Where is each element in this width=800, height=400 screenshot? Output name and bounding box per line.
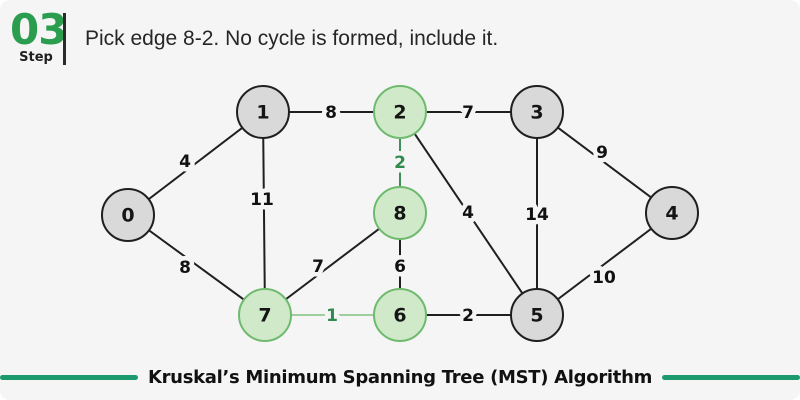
edge-weight-3-4: 9 (596, 143, 608, 163)
edge-0-1 (127, 111, 264, 216)
footer-rule-right (662, 375, 800, 380)
edge-0-7 (127, 214, 266, 316)
node-circle-7 (238, 288, 292, 342)
edge-weight-7-8: 7 (312, 257, 324, 277)
footer-rule-left (0, 375, 138, 380)
edge-weight-1-2: 8 (325, 103, 337, 123)
node-circle-1 (236, 85, 290, 139)
edge-4-5 (536, 212, 673, 316)
edge-1-7 (262, 111, 266, 316)
edge-3-4 (536, 111, 673, 214)
step-description: Pick edge 8-2. No cycle is formed, inclu… (85, 27, 499, 50)
node-circle-4 (645, 186, 699, 240)
node-label-3: 3 (530, 102, 543, 124)
node-circle-5 (510, 288, 564, 342)
node-circle-2 (373, 85, 427, 139)
edge-7-8 (264, 212, 401, 316)
node-label-0: 0 (121, 205, 134, 227)
edge-weight-2-8: 2 (394, 153, 406, 173)
node-label-7: 7 (258, 305, 271, 327)
step-label: Step (19, 50, 53, 66)
edge-weight-6-5: 2 (462, 306, 474, 326)
node-circle-3 (510, 85, 564, 139)
node-circle-0 (101, 188, 155, 242)
node-circle-8 (373, 186, 427, 240)
edge-weight-6-8: 6 (394, 257, 406, 277)
edge-weight-4-5: 10 (592, 268, 616, 288)
edge-weight-2-5: 4 (462, 203, 474, 223)
step-number: 03 (10, 5, 67, 54)
edge-2-5 (399, 111, 538, 316)
edge-weight-0-7: 8 (179, 258, 191, 278)
node-label-4: 4 (665, 203, 678, 225)
footer: Kruskal’s Minimum Spanning Tree (MST) Al… (0, 367, 800, 388)
step-panel: 03 Step (10, 5, 67, 66)
edge-weight-0-1: 4 (179, 152, 191, 172)
edge-weight-3-5: 14 (525, 205, 549, 225)
footer-title: Kruskal’s Minimum Spanning Tree (MST) Al… (147, 367, 653, 388)
edge-weight-7-6: 1 (326, 306, 338, 326)
node-label-5: 5 (530, 305, 543, 327)
node-label-6: 6 (393, 305, 406, 327)
node-label-1: 1 (256, 102, 269, 124)
edge-weight-2-3: 7 (462, 103, 474, 123)
node-circle-6 (373, 288, 427, 342)
edge-weight-1-7: 11 (250, 190, 274, 210)
node-label-8: 8 (393, 203, 406, 225)
node-label-2: 2 (393, 102, 406, 124)
header-divider (63, 13, 66, 65)
